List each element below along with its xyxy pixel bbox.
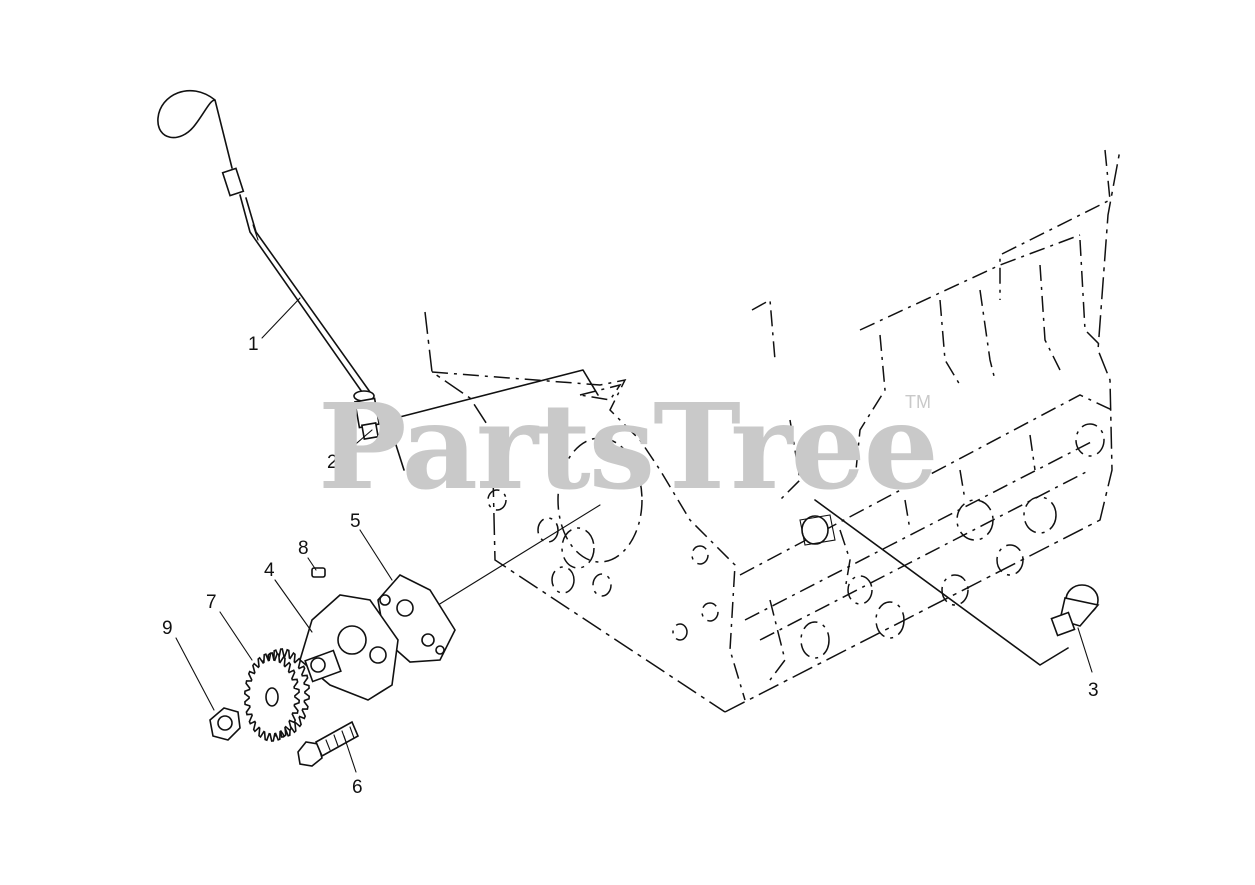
callout-7: 7 [206, 592, 217, 613]
gear-front-face [243, 652, 301, 742]
callout-leaders [175, 297, 1093, 773]
plug [1050, 584, 1100, 637]
callout-1: 1 [248, 334, 259, 355]
callout-2: 2 [327, 452, 338, 473]
watermark-text: PartsTree [318, 377, 937, 516]
watermark: PartsTree TM [318, 377, 939, 516]
dipstick [157, 89, 371, 393]
callout-labels: 1 2 3 4 5 6 7 8 9 [162, 334, 1099, 798]
key [311, 567, 326, 578]
callout-4: 4 [264, 560, 275, 581]
callout-5: 5 [350, 511, 361, 532]
leader-lines [387, 369, 1069, 666]
gear [243, 648, 311, 742]
engine-block [424, 149, 1121, 713]
callout-8: 8 [298, 538, 309, 559]
nut [209, 707, 241, 741]
bolt [297, 720, 360, 767]
oil-pump [299, 594, 399, 701]
gear-hub [265, 687, 279, 707]
callout-3: 3 [1088, 680, 1099, 701]
callout-9: 9 [162, 618, 173, 639]
watermark-tm: TM [905, 392, 931, 412]
callout-6: 6 [352, 777, 363, 798]
